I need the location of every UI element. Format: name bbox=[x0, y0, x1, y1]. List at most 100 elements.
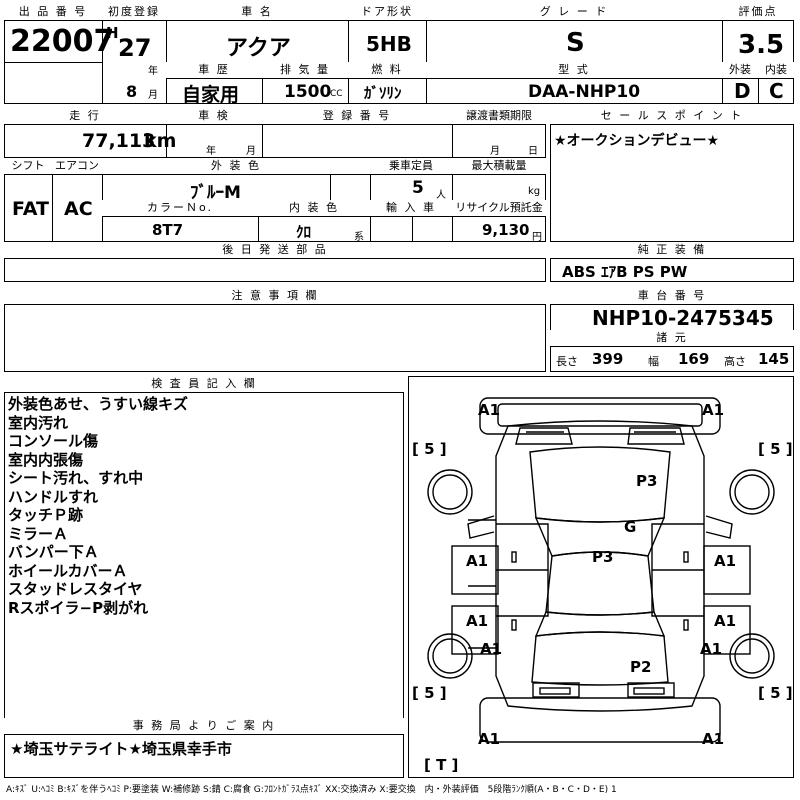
divider bbox=[4, 304, 546, 305]
car-name-label: 車 名 bbox=[166, 4, 348, 20]
office-notice: ★埼玉サテライト★埼玉県幸手市 bbox=[10, 740, 232, 758]
damage-mark: A1 bbox=[702, 730, 724, 748]
divider bbox=[4, 20, 794, 21]
displacement: 1500 bbox=[284, 82, 332, 102]
air-conditioner: AC bbox=[64, 198, 93, 220]
damage-mark: A1 bbox=[700, 640, 722, 658]
remark-line: 外装色あせ、うすい線キズ bbox=[8, 395, 189, 413]
damage-mark: A1 bbox=[478, 401, 500, 419]
width: 169 bbox=[678, 350, 710, 368]
interior-label: 内装 bbox=[758, 62, 794, 78]
lot-number: 22007 bbox=[10, 24, 115, 59]
remark-line: スタッドレスタイヤ bbox=[8, 580, 143, 598]
registration-month: 8 bbox=[126, 82, 138, 101]
mileage-label: 走 行 bbox=[4, 108, 166, 124]
interior-color-label: 内 装 色 bbox=[258, 200, 370, 216]
remark-line: ハンドルすれ bbox=[8, 487, 99, 506]
color-number-label: カラーＮo. bbox=[102, 200, 258, 216]
divider bbox=[330, 174, 331, 200]
divider bbox=[52, 158, 53, 242]
fuel-label: 燃 料 bbox=[348, 62, 426, 78]
mileage: 77,113 bbox=[82, 130, 156, 152]
exterior-color: ﾌﾞﾙｰM bbox=[190, 183, 241, 203]
interior-color: ｸﾛ bbox=[296, 223, 312, 241]
height: 145 bbox=[758, 350, 790, 368]
damage-mark: A1 bbox=[478, 730, 500, 748]
divider bbox=[550, 304, 794, 305]
length: 399 bbox=[592, 350, 624, 368]
divider bbox=[426, 4, 427, 104]
remark-line: タッチＰ跡 bbox=[8, 506, 84, 524]
divider bbox=[4, 258, 546, 259]
divider bbox=[262, 108, 263, 158]
year-unit: 年 bbox=[148, 66, 158, 77]
later-parts-label: 後 日 発 送 部 品 bbox=[4, 242, 546, 258]
month-unit: 月 bbox=[148, 90, 158, 101]
displacement-label: 排 気 量 bbox=[262, 62, 348, 78]
inspection-year-unit: 年 bbox=[206, 146, 216, 157]
divider bbox=[348, 4, 349, 104]
door-type-label: ドア形状 bbox=[348, 4, 426, 20]
remark-line: ミラーＡ bbox=[8, 524, 69, 543]
lot-number-label: 出 品 番 号 bbox=[4, 4, 102, 20]
first-registration-label: 初度登録 bbox=[102, 4, 166, 20]
length-label: 長さ bbox=[556, 355, 578, 368]
divider bbox=[412, 216, 413, 242]
legend: A:ｷｽﾞ U:ﾍｺﾐ B:ｷｽﾞを伴うﾍｺﾐ P:要塗装 W:補修跡 S:錆 … bbox=[6, 785, 617, 795]
import-label: 輸 入 車 bbox=[370, 200, 452, 216]
inspector-section bbox=[4, 376, 404, 778]
recycle-deposit: 9,130 bbox=[482, 221, 530, 239]
damage-diagram: A1 A1 A1 A1 A1 A1 A1 A1 A1 A1 P3 G P3 P2… bbox=[412, 397, 793, 774]
damage-mark: A1 bbox=[480, 640, 502, 658]
width-label: 幅 bbox=[648, 355, 659, 368]
transfer-deadline-label: 譲渡書類期限 bbox=[452, 108, 546, 124]
mileage-unit: km bbox=[144, 130, 177, 152]
divider bbox=[262, 62, 263, 104]
capacity: 5 bbox=[412, 178, 424, 198]
divider bbox=[4, 124, 546, 125]
divider bbox=[166, 108, 167, 158]
damage-mark: G bbox=[624, 518, 636, 536]
tire-tread-label: [ 5 ] bbox=[758, 440, 793, 458]
remark-line: Rスポイラ−P剥がれ bbox=[8, 598, 149, 617]
divider bbox=[4, 174, 546, 175]
shift: FAT bbox=[12, 198, 49, 220]
divider bbox=[102, 4, 103, 104]
score-label: 評価点 bbox=[722, 4, 794, 20]
divider bbox=[758, 62, 759, 104]
ac-label: エアコン bbox=[52, 158, 102, 174]
displacement-unit: CC bbox=[330, 89, 343, 99]
remark-line: バンパー下Ａ bbox=[8, 543, 99, 561]
interior-color-unit: 系 bbox=[354, 232, 364, 243]
divider bbox=[166, 4, 167, 104]
sales-point-label: セ ー ル ス ポ イ ン ト bbox=[550, 108, 794, 124]
model-label: 型 式 bbox=[426, 62, 722, 78]
specs-label: 諸 元 bbox=[550, 330, 794, 346]
divider bbox=[452, 108, 453, 158]
damage-mark: A1 bbox=[702, 401, 724, 419]
divider bbox=[258, 200, 259, 242]
inspection-label: 車 検 bbox=[166, 108, 262, 124]
inspector-remarks: 外装色あせ、うすい線キズ 室内汚れ コンソール傷 室内内張傷 シート汚れ、すれ中… bbox=[8, 395, 188, 617]
shift-label: シフト bbox=[4, 158, 52, 174]
tire-tread-label: [ 5 ] bbox=[758, 684, 793, 702]
divider bbox=[550, 258, 794, 259]
recycle-unit: 円 bbox=[532, 232, 542, 243]
door-type: 5HB bbox=[366, 32, 412, 56]
registration-year: 27 bbox=[118, 34, 152, 62]
height-label: 高さ bbox=[724, 355, 746, 368]
interior-grade: C bbox=[769, 79, 784, 103]
damage-mark: P3 bbox=[592, 548, 613, 566]
grade: S bbox=[566, 28, 585, 58]
equipment-label: 純 正 装 備 bbox=[550, 242, 794, 258]
sales-point: ★オークションデビュー★ bbox=[554, 133, 720, 149]
spare-tire-label: [ T ] bbox=[424, 756, 458, 774]
damage-mark: A1 bbox=[714, 552, 736, 570]
inspection-month-unit: 月 bbox=[246, 146, 256, 157]
divider bbox=[4, 62, 102, 63]
score: 3.5 bbox=[738, 30, 785, 60]
load-unit: kg bbox=[528, 186, 541, 197]
remark-line: コンソール傷 bbox=[8, 432, 99, 450]
chassis-number: NHP10-2475345 bbox=[592, 306, 774, 330]
divider bbox=[4, 392, 404, 393]
